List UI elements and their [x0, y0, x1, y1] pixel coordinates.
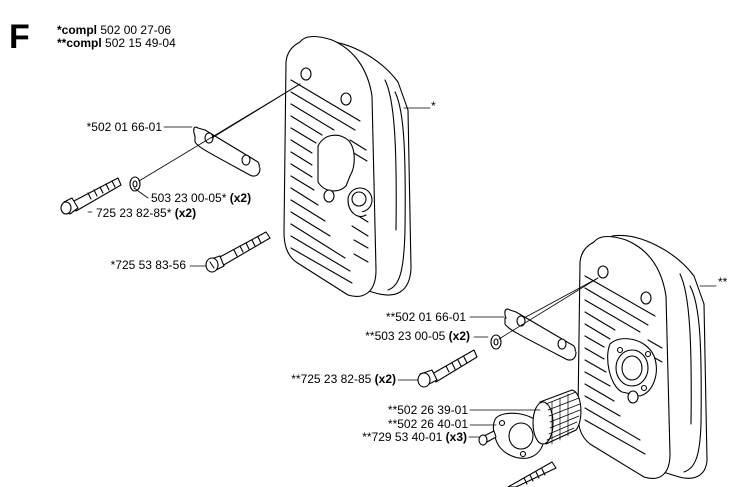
screw-double: [478, 430, 497, 446]
callout-bolt-single-long: 725 23 82-85* (x2): [96, 207, 196, 220]
washer-single: [129, 176, 141, 192]
plate-single: [193, 126, 261, 177]
mount-hole-lower-right: [640, 291, 652, 305]
bolt-single-long: [60, 177, 122, 215]
part-number: 725 23 82-85*: [96, 206, 172, 220]
complete-assembly-single: *compl 502 00 27-06: [57, 24, 171, 37]
callout-screen-double: **502 26 39-01: [388, 404, 468, 417]
part-number: **502 26 40-01: [387, 417, 468, 431]
part-number: **502 01 66-01: [385, 310, 466, 324]
callout-bolt-double-long: **725 23 82-85 (x2): [291, 373, 396, 386]
part-number: *502 01 66-01: [86, 120, 162, 134]
mount-hole-lower-lower: [627, 390, 639, 404]
leader-lines: [87, 83, 717, 438]
quantity: (x2): [174, 206, 197, 220]
bolt-double-long: [417, 349, 478, 388]
quantity: (x2): [229, 191, 252, 205]
muffler-single-vents: [290, 79, 369, 284]
mount-hole-upper-left: [300, 67, 312, 81]
part-number: **503 23 00-05: [365, 329, 446, 343]
complete-assembly-double: **compl 502 15 49-04: [57, 37, 176, 50]
compl-double-prefix: **compl: [57, 36, 102, 50]
compl-double-number: 502 15 49-04: [105, 36, 176, 50]
assembly-double-marker: **: [718, 275, 728, 289]
part-number: *725 53 83-56: [110, 258, 186, 272]
part-number: **729 53 40-01: [362, 430, 443, 444]
callout-gasket-double: **502 26 40-01: [388, 418, 468, 431]
bolt-single-short: [205, 231, 271, 273]
callout-plate-double: **502 01 66-01: [386, 311, 466, 324]
section-letter: F: [9, 18, 30, 56]
callout-plate-single: *502 01 66-01: [87, 121, 162, 134]
callout-washer-double: **503 23 00-05 (x2): [365, 330, 470, 343]
callout-washer-single: 503 23 00-05* (x2): [151, 192, 251, 205]
spark-screen-double: [532, 389, 582, 445]
part-number: **725 23 82-85: [291, 372, 372, 386]
mount-hole-upper-right: [340, 92, 352, 106]
bolt-double-bottom: [507, 461, 557, 487]
quantity: (x3): [445, 430, 467, 444]
mount-hole-upper-lower: [323, 189, 335, 203]
compl-single-number: 502 00 27-06: [100, 23, 172, 37]
muffler-double-outlet: [607, 338, 657, 397]
washer-double: [490, 334, 502, 350]
quantity: (x2): [374, 372, 396, 386]
quantity: (x2): [448, 329, 470, 343]
assembly-single-marker: *: [431, 99, 436, 113]
muffler-double-vents: [584, 275, 663, 455]
part-number: 503 23 00-05*: [151, 191, 227, 205]
compl-single-prefix: *compl: [57, 23, 98, 37]
part-number: **502 26 39-01: [387, 403, 468, 417]
callout-screw-double: **729 53 40-01 (x3): [362, 431, 467, 444]
plate-double: [504, 308, 577, 361]
muffler-single-outlet: [317, 134, 373, 218]
callout-bolt-single-short: *725 53 83-56: [111, 259, 186, 272]
mount-hole-lower-left: [597, 265, 609, 279]
